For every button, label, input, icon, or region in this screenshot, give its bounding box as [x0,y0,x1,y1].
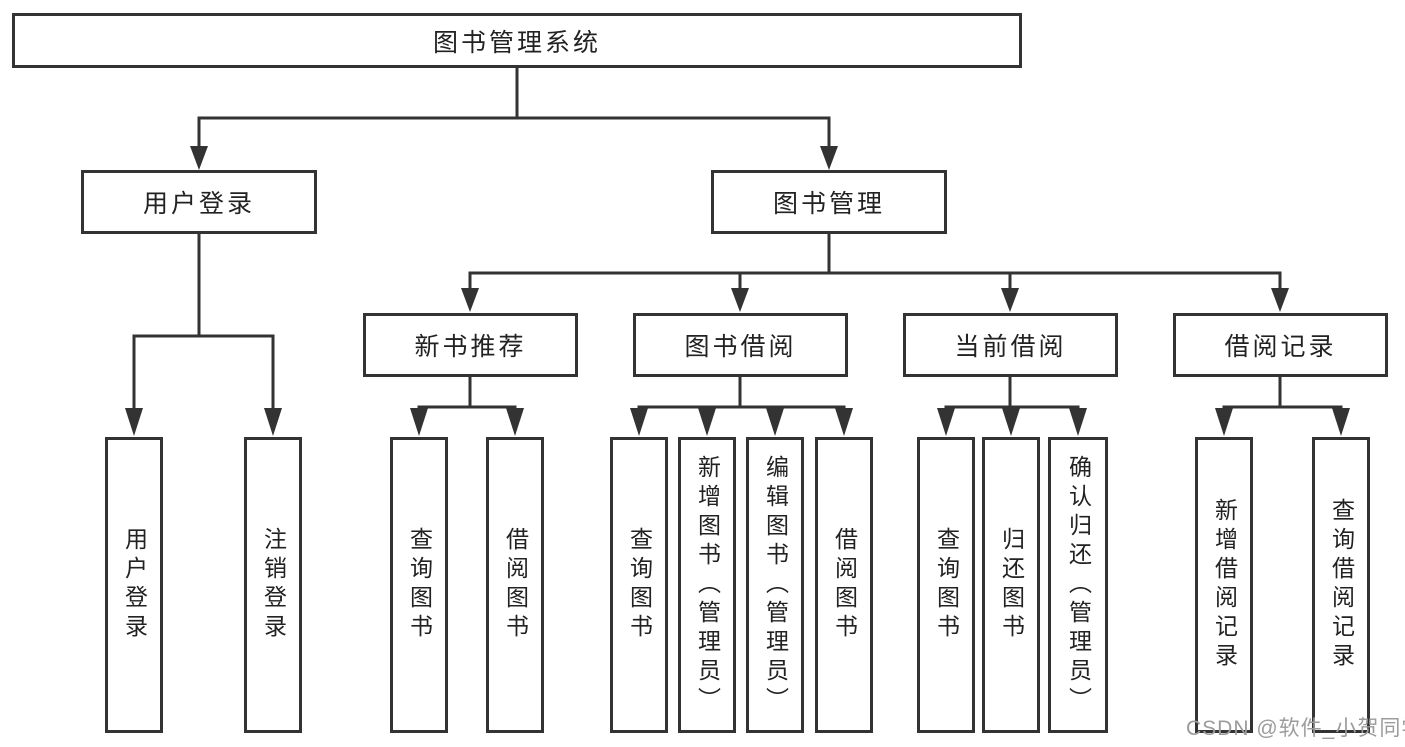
leaf-user-login: 用户登录 [105,437,163,733]
leaf-return-book: 归还图书 [982,437,1040,733]
leaf-edit-book-admin: 编辑图书（管理员） [746,437,804,733]
node-book-management: 图书管理 [711,170,947,234]
arrowheads [125,146,1350,436]
leaf-query-books-recommend: 查询图书 [390,437,448,733]
node-current-borrow: 当前借阅 [903,313,1118,377]
leaf-logout: 注销登录 [244,437,302,733]
node-book-borrow: 图书借阅 [633,313,848,377]
leaf-query-books-current: 查询图书 [917,437,975,733]
node-new-book-recommend: 新书推荐 [363,313,578,377]
node-borrow-records: 借阅记录 [1173,313,1388,377]
node-root: 图书管理系统 [12,13,1022,68]
leaf-query-books-borrow: 查询图书 [610,437,668,733]
leaf-borrow-books-recommend: 借阅图书 [486,437,544,733]
leaf-add-book-admin: 新增图书（管理员） [678,437,736,733]
leaf-query-borrow-record: 查询借阅记录 [1312,437,1370,733]
watermark: CSDN @软件_小贺同学 [1186,717,1405,740]
leaf-confirm-return-admin: 确认归还（管理员） [1048,437,1108,733]
node-user-login: 用户登录 [81,170,317,234]
leaf-add-borrow-record: 新增借阅记录 [1195,437,1253,733]
leaf-borrow-books: 借阅图书 [815,437,873,733]
